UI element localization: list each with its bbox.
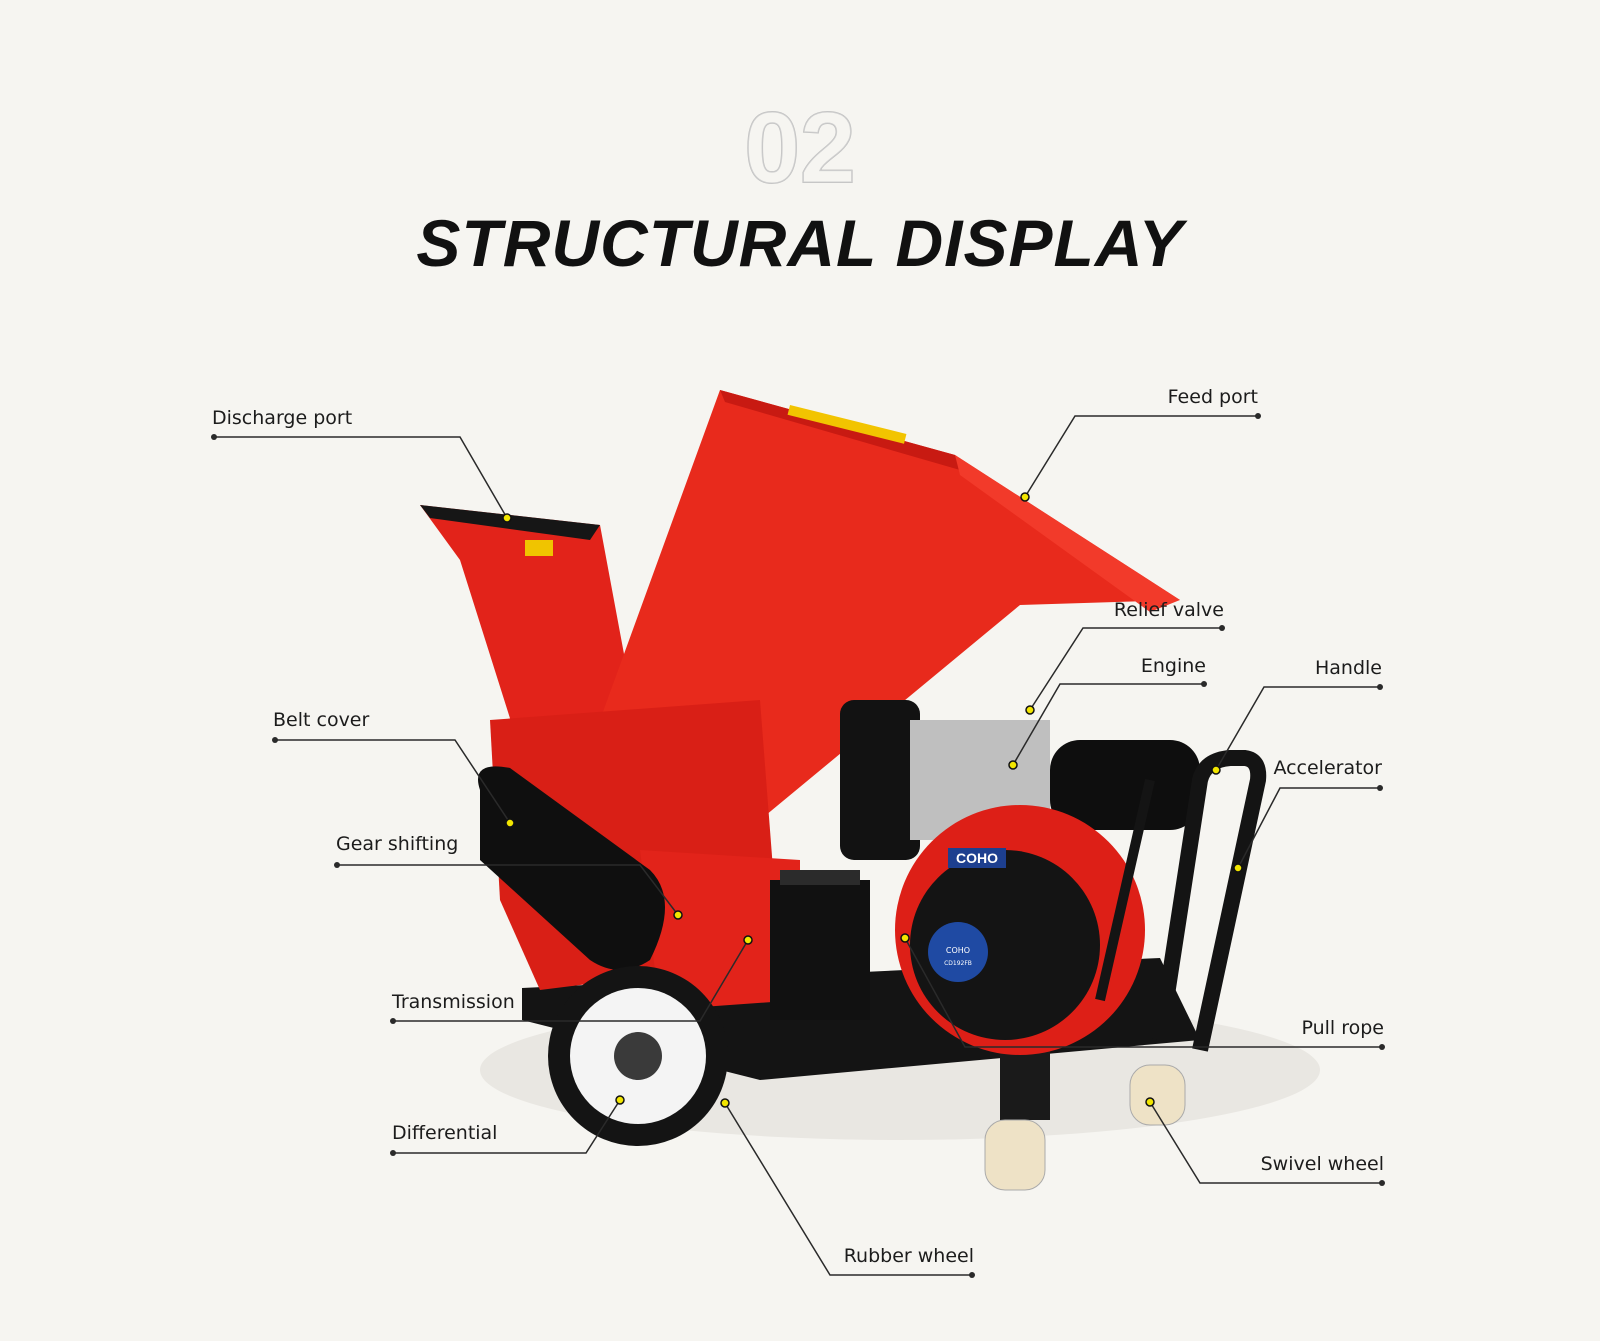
label-discharge-port: Discharge port xyxy=(212,407,353,429)
marker-dots xyxy=(502,492,1243,1108)
leader-handle xyxy=(1215,686,1380,771)
label-belt-cover: Belt cover xyxy=(273,709,370,731)
swivel-wheel-rear xyxy=(1129,1064,1186,1126)
label-gear-shifting: Gear shifting xyxy=(336,833,459,855)
leader-differential xyxy=(393,1099,621,1154)
leader-rubber-wheel xyxy=(724,1102,972,1276)
label-engine: Engine xyxy=(1140,655,1206,677)
label-differential: Differential xyxy=(392,1122,498,1144)
label-accelerator: Accelerator xyxy=(1273,757,1382,779)
leader-belt-cover xyxy=(275,739,511,824)
engine-badge xyxy=(928,922,988,982)
label-feed-port: Feed port xyxy=(1167,386,1258,408)
muffler xyxy=(1050,740,1200,830)
leader-end-dots xyxy=(211,413,1385,1278)
leader-pull-rope xyxy=(904,937,1382,1048)
engine-brand-text: COHO xyxy=(956,850,998,866)
engine-brand-plate xyxy=(948,848,1006,868)
section-number: 02 02 xyxy=(0,100,1600,190)
recoil-starter xyxy=(910,850,1100,1040)
page-title: STRUCTURAL DISPLAY xyxy=(416,206,1184,280)
discharge-chute-cap xyxy=(420,505,600,540)
leader-feed-port xyxy=(1024,415,1258,498)
label-pull-rope: Pull rope xyxy=(1301,1017,1384,1039)
leader-swivel-wheel xyxy=(1149,1101,1382,1184)
label-transmission: Transmission xyxy=(392,991,515,1013)
feed-hopper-rim xyxy=(720,390,960,470)
label-relief-valve: Relief valve xyxy=(1113,599,1224,621)
belt-cover-shape xyxy=(478,766,665,970)
discharge-chute xyxy=(420,505,640,750)
air-filter xyxy=(840,700,920,860)
leader-gear-shifting xyxy=(337,864,679,916)
leader-discharge-port xyxy=(214,436,508,519)
transmission-housing xyxy=(640,850,800,1010)
badge-brand: COHO xyxy=(946,946,970,955)
label-handle: Handle xyxy=(1314,657,1382,679)
battery xyxy=(770,880,870,1020)
label-swivel-wheel: Swivel wheel xyxy=(1260,1153,1384,1175)
section-number-outer: 02 xyxy=(744,100,855,190)
feed-hopper-side xyxy=(955,455,1180,612)
leader-lines xyxy=(214,415,1382,1276)
handle-brace xyxy=(1095,778,1155,1002)
badge-model: CD192FB xyxy=(944,960,972,967)
leader-transmission xyxy=(393,939,749,1022)
swivel-wheel-front xyxy=(984,1119,1046,1191)
section-number-inner: 02 xyxy=(744,100,855,190)
leader-relief-valve xyxy=(1029,627,1222,711)
leader-accelerator xyxy=(1237,787,1380,869)
battery-top xyxy=(780,870,860,885)
hopper-label xyxy=(787,405,907,444)
handle-bar xyxy=(1152,750,1267,1052)
label-rubber-wheel: Rubber wheel xyxy=(843,1245,974,1267)
warning-label xyxy=(525,540,553,556)
section-number-graphic: 02 02 xyxy=(743,100,856,190)
leader-engine xyxy=(1012,683,1204,766)
rubber-wheel-hub xyxy=(614,1032,662,1080)
